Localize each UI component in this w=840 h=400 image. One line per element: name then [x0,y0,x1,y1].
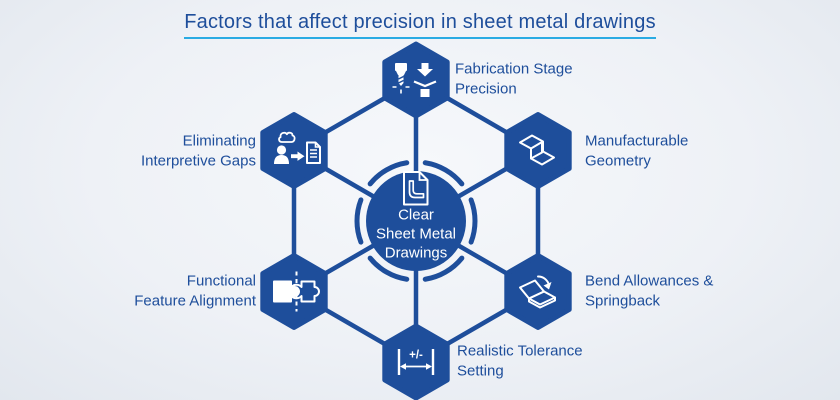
node-label-realistic-tolerance-setting: Realistic Tolerance Setting [457,342,583,381]
label-line: Eliminating [182,132,256,150]
label-line: Springback [585,292,661,309]
hex-node-functional-feature-alignment [260,253,328,330]
page-title: Factors that affect precision in sheet m… [184,11,656,33]
center-label-line: Clear [398,206,434,224]
node-label-manufacturable-geometry: Manufacturable Geometry [585,132,688,171]
title-underline [184,37,656,39]
hex-node-fabrication-stage-precision [382,41,450,119]
center-label: Clear Sheet Metal Drawings [356,206,476,263]
center-label-line: Drawings [384,244,448,262]
label-line: Fabrication Stage [455,60,573,78]
label-line: Setting [457,362,504,379]
node-label-fabrication-stage-precision: Fabrication Stage Precision [455,60,573,99]
label-line: Manufacturable [585,132,689,150]
node-label-bend-allowances-springback: Bend Allowances & Springback [585,272,713,311]
hex-node-bend-allowances-springback [504,253,572,330]
label-line: Precision [455,80,517,97]
bent-sheet-part-3d-icon [519,134,555,166]
center-label-line: Sheet Metal [375,225,457,243]
center-ring [354,160,478,282]
plus-minus-tolerance-icon: +/- [397,349,435,375]
hex-node-eliminating-interpretive-gaps [260,112,328,189]
label-line: Functional [186,272,256,290]
node-label-eliminating-interpretive-gaps: Eliminating Interpretive Gaps [141,132,256,171]
label-line: Feature Alignment [134,292,256,309]
sheet-metal-drawing-document-icon [403,171,429,206]
plus-minus-text: +/- [409,350,423,362]
label-line: Realistic Tolerance [457,342,583,360]
label-line: Bend Allowances & [585,272,714,290]
milling-and-press-brake-icon [392,63,437,97]
label-line: Interpretive Gaps [140,152,256,169]
node-label-functional-feature-alignment: Functional Feature Alignment [134,272,256,311]
hex-node-manufacturable-geometry [504,112,572,189]
label-line: Geometry [585,152,651,169]
springback-bend-icon [519,275,556,309]
puzzle-fit-icon [273,271,320,312]
person-thought-to-document-icon [274,131,321,164]
hex-node-realistic-tolerance-setting: +/- [382,323,450,400]
center-circle [366,171,466,271]
